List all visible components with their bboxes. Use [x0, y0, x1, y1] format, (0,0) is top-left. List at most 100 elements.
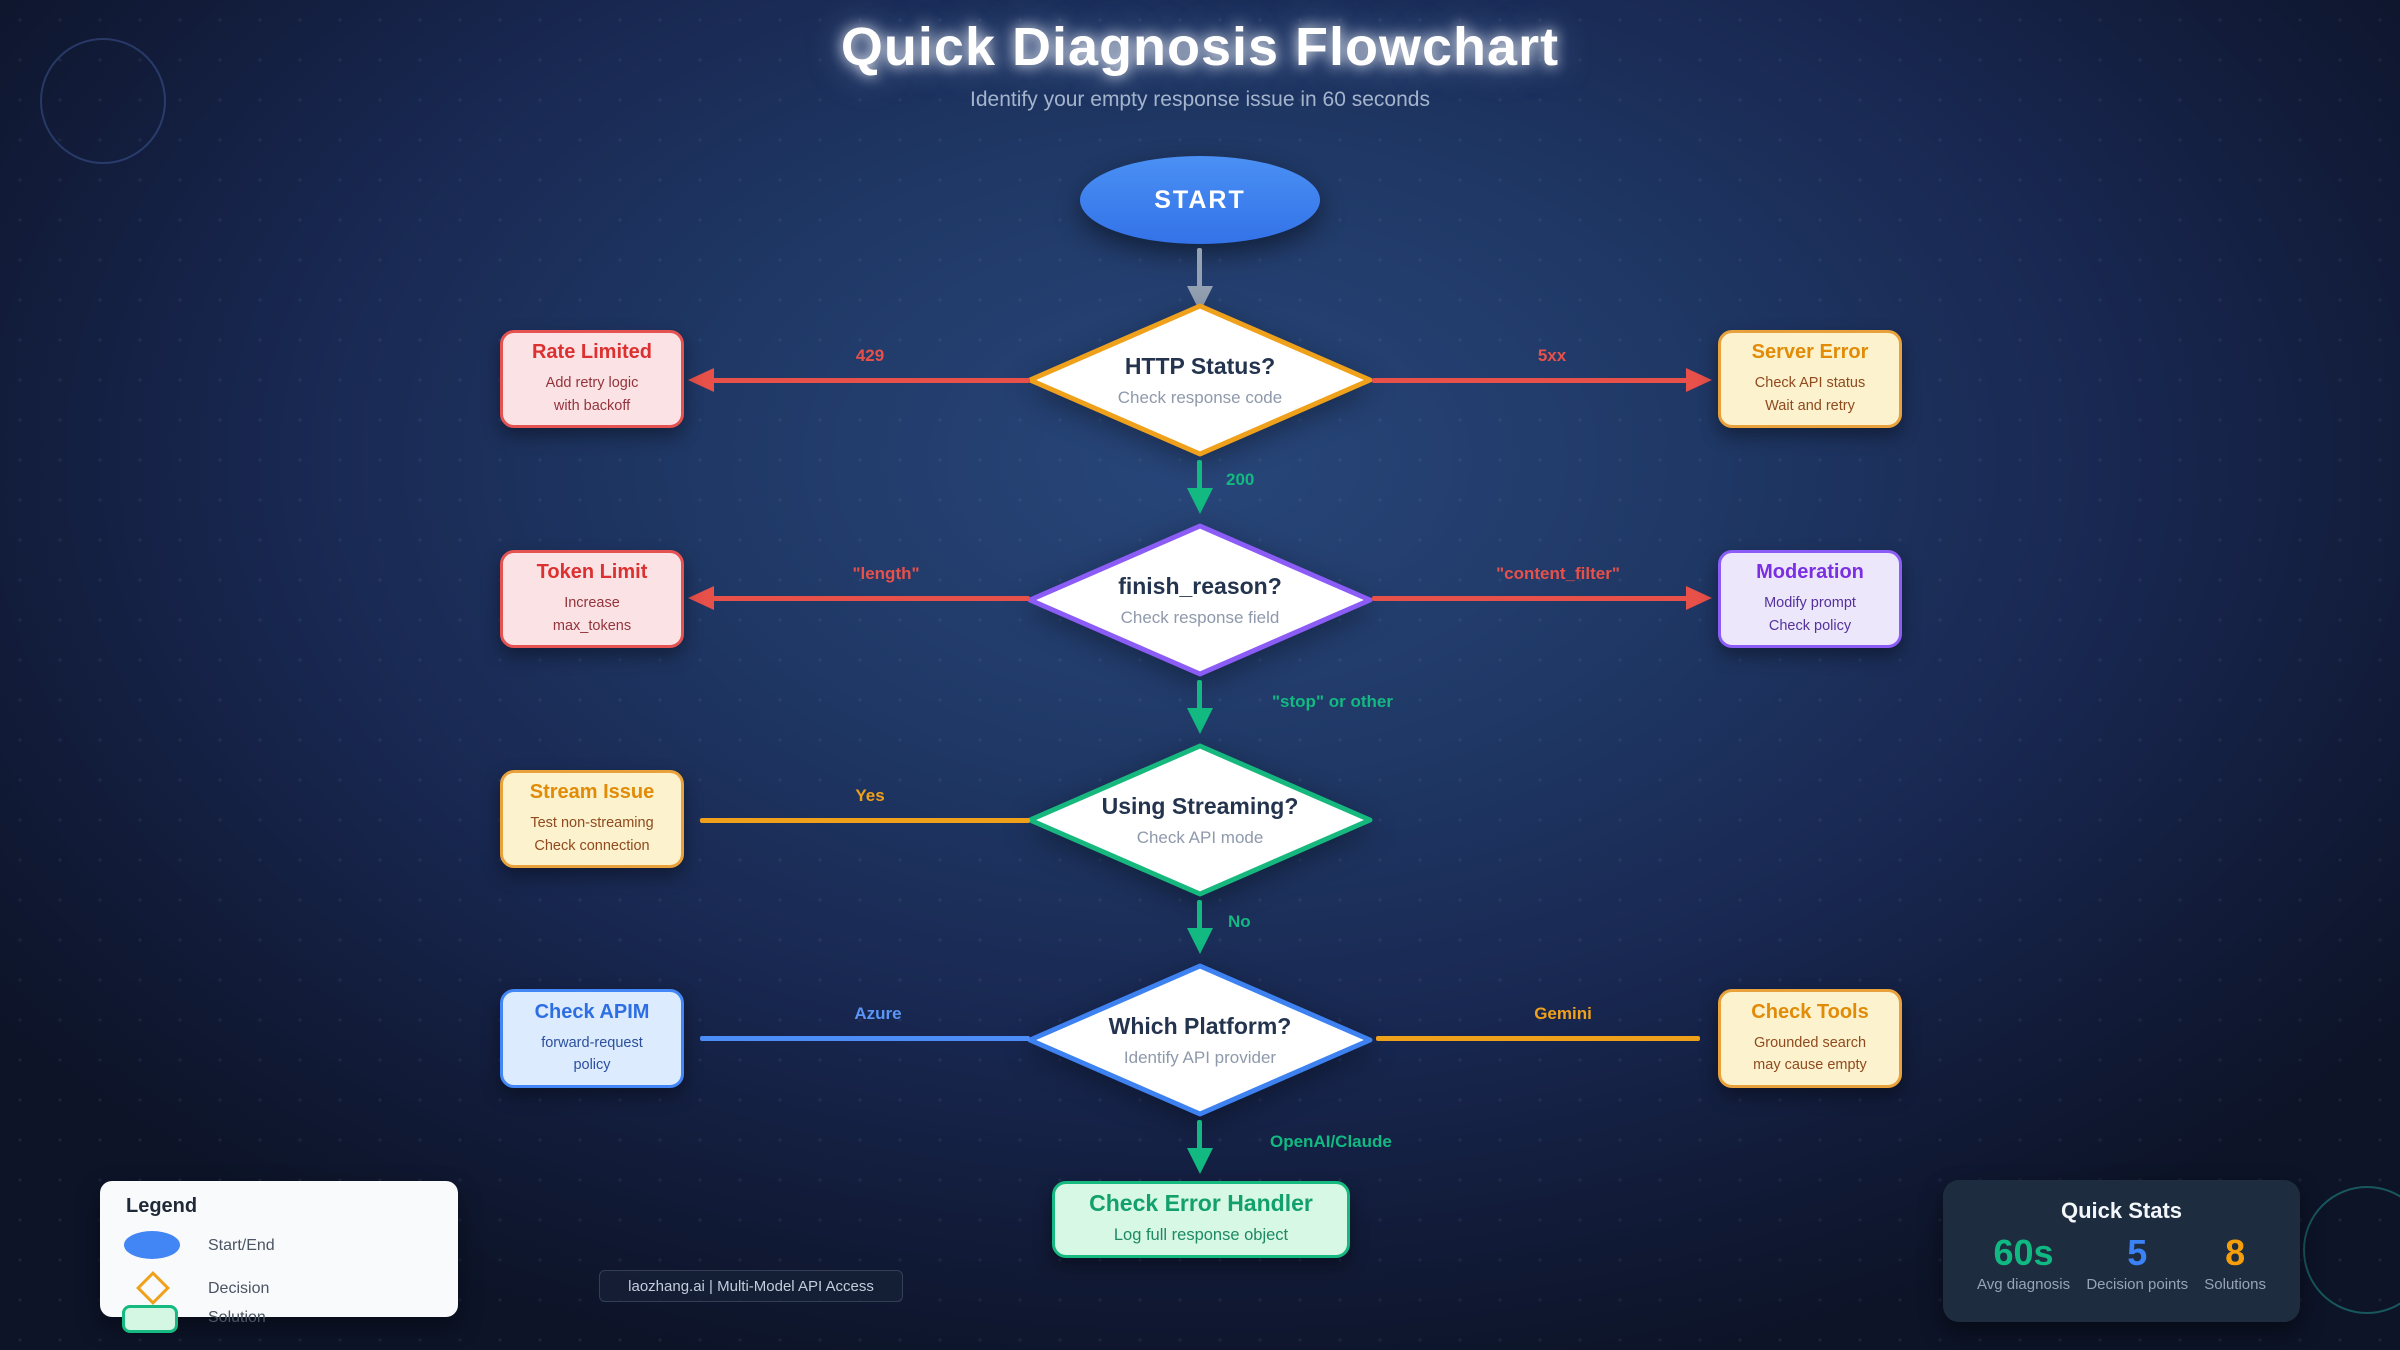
- arrowhead-finish-to-streaming: [1187, 708, 1213, 734]
- solution-line: with backoff: [553, 397, 631, 414]
- solution-line: Grounded search: [1753, 1034, 1867, 1051]
- legend-swatch-decision: [136, 1271, 170, 1305]
- edge-label-stop-or-other: "stop" or other: [1272, 692, 1393, 711]
- connector-streaming-to-platform: [1197, 900, 1202, 930]
- solution-line: policy: [573, 1057, 611, 1073]
- solution-title: Moderation: [1756, 561, 1864, 584]
- solution-line: Wait and retry: [1765, 397, 1855, 414]
- solution-title: Check Tools: [1751, 1000, 1869, 1023]
- arrowhead-http-to-finish: [1187, 488, 1213, 514]
- stat-value: 60s: [1993, 1232, 2054, 1273]
- arrowhead-streaming-to-platform: [1187, 928, 1213, 954]
- solution-check-apim: Check APIM forward-request policy: [500, 989, 684, 1088]
- solution-rate-limited: Rate Limited Add retry logic with backof…: [500, 330, 684, 428]
- legend-swatch-solution: [122, 1305, 178, 1333]
- edge-http-to-server-error: [1372, 378, 1688, 383]
- solution-line: max_tokens: [552, 617, 632, 634]
- decision-title: Which Platform?: [1108, 1012, 1292, 1039]
- start-node: START: [1080, 156, 1320, 244]
- decorative-circle-bottom-right: [2303, 1186, 2400, 1314]
- edge-label-200: 200: [1226, 470, 1255, 489]
- decision-title: finish_reason?: [1118, 572, 1282, 599]
- solution-line: forward-request: [541, 1034, 643, 1051]
- edge-label-length: "length": [852, 564, 920, 583]
- edge-http-to-rate-limited: [712, 378, 1030, 383]
- footer-badge: laozhang.ai | Multi-Model API Access: [599, 1270, 903, 1302]
- legend-swatch-start-end: [124, 1231, 180, 1259]
- decision-which-platform: Which Platform? Identify API provider: [1024, 962, 1376, 1118]
- arrowhead-token-limit: [688, 586, 714, 610]
- solution-check-error-handler: Check Error Handler Log full response ob…: [1052, 1181, 1350, 1258]
- solution-title: Check APIM: [534, 1000, 650, 1023]
- legend-item-solution: Solution: [208, 1309, 266, 1326]
- stat-value: 5: [2127, 1232, 2148, 1273]
- edge-label-openai-claude: OpenAI/Claude: [1270, 1132, 1392, 1151]
- solution-title: Token Limit: [536, 561, 648, 584]
- solution-title: Rate Limited: [531, 341, 653, 364]
- legend-item-start-end: Start/End: [208, 1237, 275, 1254]
- solution-line: Test non-streaming: [530, 815, 654, 832]
- edge-label-429: 429: [855, 346, 885, 365]
- edge-platform-to-check-apim: [700, 1036, 1030, 1041]
- decision-diamond-shape: [1027, 963, 1373, 1117]
- stat-decision-points: 5 Decision points: [2086, 1234, 2188, 1293]
- edge-label-content-filter: "content_filter": [1496, 564, 1620, 583]
- legend-card: Legend Start/End Decision Solution: [100, 1181, 458, 1333]
- solution-line: Increase: [564, 595, 620, 612]
- solution-line: may cause empty: [1753, 1057, 1867, 1073]
- edge-finish-to-moderation: [1372, 596, 1688, 601]
- decision-http-status: HTTP Status? Check response code: [1024, 302, 1376, 458]
- solution-stream-issue: Stream Issue Test non-streaming Check co…: [500, 770, 684, 868]
- edge-label-azure: Azure: [854, 1004, 902, 1023]
- decision-subtitle: Check response code: [1117, 387, 1283, 407]
- stat-label: Solutions: [2204, 1275, 2266, 1293]
- stat-label: Decision points: [2086, 1275, 2189, 1293]
- solution-line: Log full response object: [1113, 1226, 1289, 1245]
- arrowhead-server-error: [1686, 368, 1712, 392]
- decision-diamond-shape: [1027, 523, 1373, 677]
- decision-diamond-shape: [1027, 743, 1373, 897]
- decision-subtitle: Check response field: [1120, 607, 1280, 627]
- decorative-circle-top-left: [40, 38, 166, 164]
- connector-platform-to-handler: [1197, 1120, 1202, 1150]
- decision-title: HTTP Status?: [1124, 352, 1276, 379]
- solution-line: Add retry logic: [545, 375, 639, 392]
- edge-label-5xx: 5xx: [1537, 346, 1567, 365]
- solution-line: Check API status: [1754, 375, 1866, 392]
- solution-token-limit: Token Limit Increase max_tokens: [500, 550, 684, 648]
- legend-item-decision: Decision: [208, 1280, 270, 1297]
- edge-label-yes: Yes: [855, 786, 885, 805]
- connector-http-to-finish: [1197, 460, 1202, 490]
- legend-title: Legend: [126, 1195, 198, 1217]
- start-label: START: [1154, 185, 1246, 214]
- stat-value: 8: [2225, 1232, 2246, 1273]
- solution-line: Modify prompt: [1764, 595, 1856, 612]
- arrowhead-moderation: [1686, 586, 1712, 610]
- edge-finish-to-token-limit: [712, 596, 1030, 601]
- solution-title: Check Error Handler: [1089, 1190, 1313, 1217]
- page-subtitle: Identify your empty response issue in 60…: [970, 88, 1430, 111]
- solution-server-error: Server Error Check API status Wait and r…: [1718, 330, 1902, 428]
- solution-line: Check policy: [1768, 617, 1852, 634]
- connector-finish-to-streaming: [1197, 680, 1202, 710]
- edge-platform-to-check-tools: [1376, 1036, 1700, 1041]
- edge-label-no: No: [1228, 912, 1251, 931]
- solution-moderation: Moderation Modify prompt Check policy: [1718, 550, 1902, 648]
- stat-label: Avg diagnosis: [1977, 1275, 2071, 1293]
- decision-subtitle: Check API mode: [1136, 827, 1264, 847]
- quick-stats-title: Quick Stats: [2060, 1198, 2183, 1223]
- solution-check-tools: Check Tools Grounded search may cause em…: [1718, 989, 1902, 1088]
- arrowhead-rate-limited: [688, 368, 714, 392]
- edge-label-gemini: Gemini: [1534, 1004, 1592, 1023]
- decision-diamond-shape: [1027, 303, 1373, 457]
- stat-avg-diagnosis: 60s Avg diagnosis: [1977, 1234, 2070, 1293]
- arrowhead-platform-to-handler: [1187, 1148, 1213, 1174]
- page-title: Quick Diagnosis Flowchart: [840, 17, 1560, 77]
- decision-title: Using Streaming?: [1101, 792, 1299, 819]
- solution-title: Stream Issue: [529, 781, 655, 804]
- decision-using-streaming: Using Streaming? Check API mode: [1024, 742, 1376, 898]
- connector-start-to-http: [1197, 248, 1202, 288]
- solution-line: Check connection: [534, 837, 650, 854]
- decision-subtitle: Identify API provider: [1123, 1047, 1277, 1067]
